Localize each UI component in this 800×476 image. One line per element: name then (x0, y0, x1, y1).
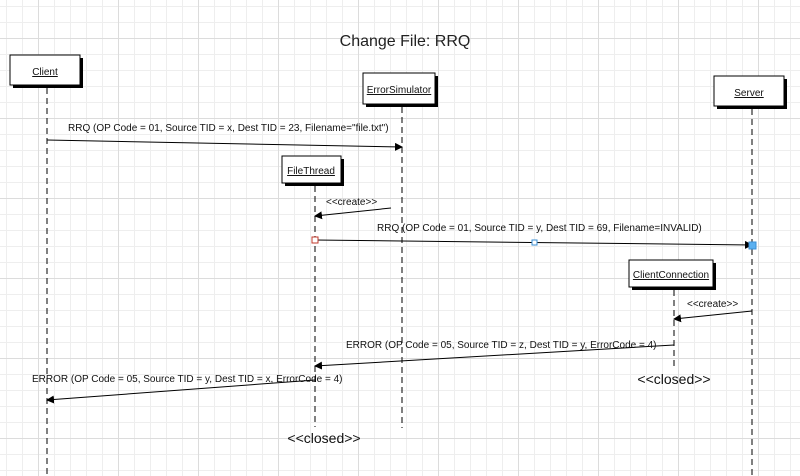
error-simulator-object[interactable]: ErrorSimulator (362, 72, 438, 107)
client-connection-object[interactable]: ClientConnection (628, 259, 716, 290)
client-connection-closed-label: <<closed>> (637, 371, 710, 387)
message-rrq-client-label: RRQ (OP Code = 01, Source TID = x, Dest … (68, 123, 389, 134)
message-create-clientconnection-label: <<create>> (687, 299, 738, 310)
message-create-filethread[interactable]: <<create>> (314, 197, 392, 220)
message-rrq-client-to-errorsim[interactable]: RRQ (OP Code = 01, Source TID = x, Dest … (46, 123, 403, 151)
diagram-title: Change File: RRQ (340, 33, 471, 50)
connector-end-handle[interactable] (748, 241, 757, 250)
file-thread-closed-label: <<closed>> (287, 430, 360, 446)
server-object-label: Server (734, 88, 764, 99)
message-create-clientconnection[interactable]: <<create>> (673, 299, 753, 323)
server-object[interactable]: Server (713, 75, 787, 109)
file-thread-object[interactable]: FileThread (281, 155, 344, 186)
message-rrq-filethread-label: RRQ (OP Code = 01, Source TID = y, Dest … (377, 223, 702, 234)
message-rrq-filethread-to-server[interactable]: RRQ (OP Code = 01, Source TID = y, Dest … (311, 223, 757, 250)
error-simulator-object-label: ErrorSimulator (367, 85, 432, 96)
client-connection-object-label: ClientConnection (633, 270, 709, 281)
client-object-label: Client (32, 67, 58, 78)
message-error-clientconnection-label: ERROR (OP Code = 05, Source TID = z, Des… (346, 340, 657, 351)
message-error-clientconnection-to-filethread[interactable]: ERROR (OP Code = 05, Source TID = z, Des… (314, 340, 675, 370)
connector-mid-handle[interactable] (531, 239, 538, 246)
message-error-filethread-label: ERROR (OP Code = 05, Source TID = y, Des… (32, 374, 343, 385)
message-create-filethread-label: <<create>> (326, 197, 377, 208)
client-object[interactable]: Client (9, 54, 83, 88)
file-thread-object-label: FileThread (287, 166, 335, 177)
message-error-filethread-to-client[interactable]: ERROR (OP Code = 05, Source TID = y, Des… (32, 374, 343, 404)
connector-start-handle[interactable] (311, 236, 319, 244)
